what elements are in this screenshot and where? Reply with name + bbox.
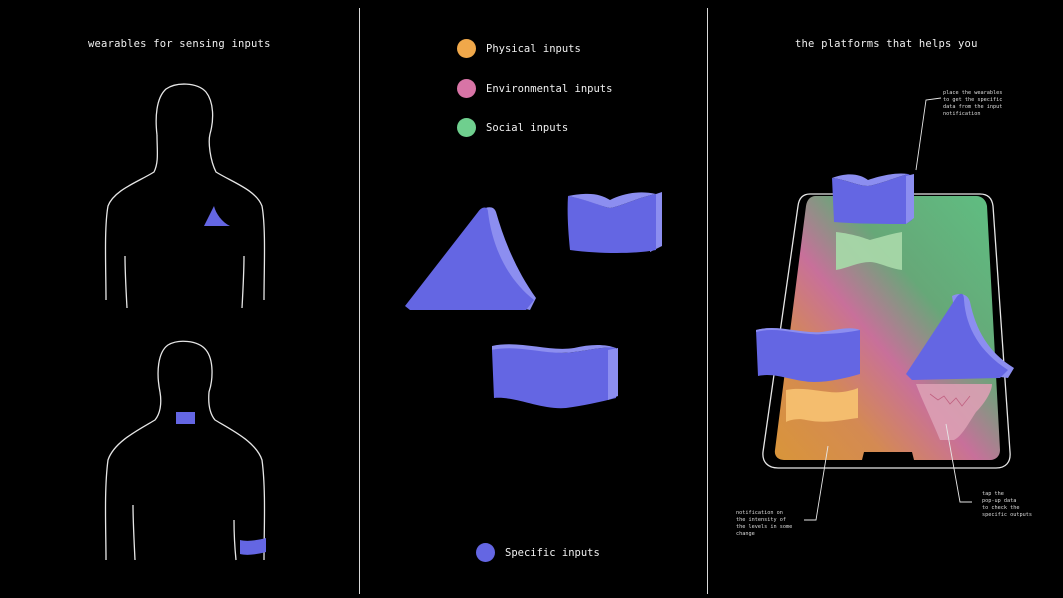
annotation-line-bottom-left bbox=[804, 445, 829, 521]
divider-right bbox=[707, 8, 708, 594]
phone-frame bbox=[762, 193, 1011, 469]
legend-environmental: Environmental inputs bbox=[457, 79, 612, 98]
popup-saddle bbox=[836, 232, 902, 270]
body-figures bbox=[104, 83, 266, 561]
wearables-title: wearables for sensing inputs bbox=[88, 38, 271, 50]
wave-wearable bbox=[492, 344, 618, 409]
popup-chart-line bbox=[929, 393, 971, 407]
legend-physical-label: Physical inputs bbox=[486, 42, 581, 55]
legend-physical: Physical inputs bbox=[457, 39, 581, 58]
triangle-wearable bbox=[405, 207, 536, 310]
specific-dot-icon bbox=[476, 543, 495, 562]
phone-illustration bbox=[756, 97, 1014, 521]
chest-wearable bbox=[204, 206, 230, 226]
phone-triangle-wearable bbox=[906, 293, 1014, 380]
arm-wearable bbox=[240, 538, 266, 555]
neck-wearable bbox=[176, 412, 195, 424]
legend-environmental-label: Environmental inputs bbox=[486, 82, 613, 95]
upper-body-figure-neck-arm bbox=[104, 340, 266, 561]
legend-specific-label: Specific inputs bbox=[505, 546, 600, 559]
legend-specific: Specific inputs bbox=[476, 543, 600, 562]
divider-left bbox=[359, 8, 360, 594]
social-dot-icon bbox=[457, 118, 476, 137]
popup-wave bbox=[786, 388, 858, 422]
wearables-panel: wearables for sensing inputs bbox=[0, 0, 359, 598]
note-top: place the wearables to get the specific … bbox=[943, 90, 1003, 117]
phone-saddle-wearable bbox=[832, 173, 914, 224]
note-bottom-left: notification on the intensity of the lev… bbox=[736, 510, 793, 537]
wearable-shapes bbox=[405, 192, 662, 409]
legend-social: Social inputs bbox=[457, 118, 568, 137]
platforms-panel: the platforms that helps you bbox=[708, 0, 1063, 598]
annotation-line-top bbox=[915, 97, 942, 171]
upper-body-figure-chest bbox=[104, 83, 266, 309]
platforms-title: the platforms that helps you bbox=[795, 38, 978, 50]
saddle-wearable bbox=[567, 192, 662, 253]
environmental-dot-icon bbox=[457, 79, 476, 98]
legend-social-label: Social inputs bbox=[486, 121, 569, 134]
phone-wave-wearable bbox=[756, 328, 860, 382]
physical-dot-icon bbox=[457, 39, 476, 58]
annotation-line-bottom-right bbox=[945, 423, 972, 503]
note-bottom-right: tap the pop-up data to check the specifi… bbox=[982, 491, 1032, 518]
inputs-panel: Physical inputs Environmental inputs Soc… bbox=[360, 0, 707, 598]
